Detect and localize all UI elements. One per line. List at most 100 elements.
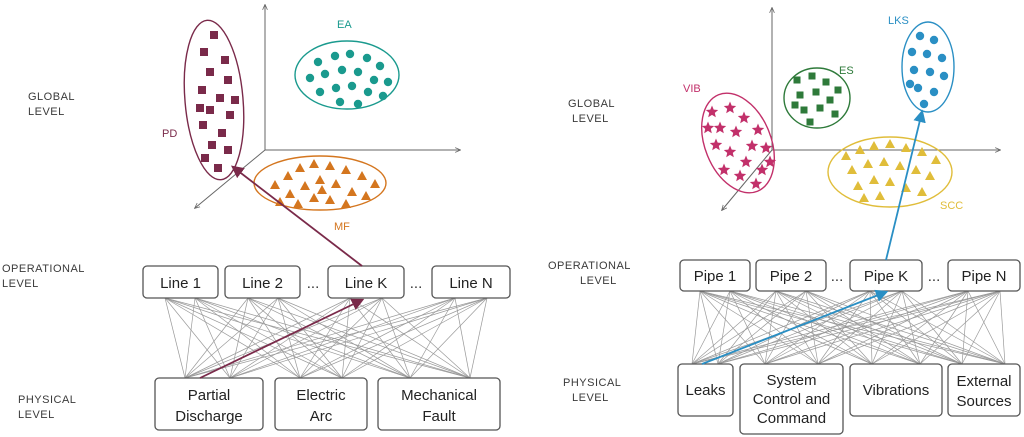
vib-star-mark	[717, 163, 731, 176]
left-connection-line	[184, 297, 279, 379]
scc-triangle-mark	[917, 187, 927, 196]
scc-triangle-mark	[855, 145, 865, 154]
right-connection-line	[764, 290, 807, 365]
left-connection-line	[229, 297, 279, 379]
left-connection-line	[299, 297, 383, 379]
left-connection-line	[349, 297, 411, 379]
leaks-box: Leaks	[677, 363, 734, 417]
es-square-mark	[800, 106, 808, 114]
external-sources-label-1: External	[956, 373, 1011, 390]
scc-triangle-mark	[859, 193, 869, 202]
vib-star-mark	[729, 125, 743, 138]
pd-square-mark	[206, 106, 214, 114]
left-connection-line	[229, 297, 456, 379]
vib-star-mark	[701, 121, 715, 134]
ea-circle-mark	[353, 67, 363, 77]
right-axis-z	[722, 149, 773, 210]
vib-star-mark	[713, 121, 727, 134]
scc-triangle-mark	[869, 175, 879, 184]
system-control-box: System Control and Command	[739, 363, 844, 435]
system-control-label-2: Control and	[753, 391, 831, 408]
pd-square-mark	[196, 104, 204, 112]
right-connection-line	[764, 290, 1001, 365]
pd-square-mark	[224, 76, 232, 84]
es-square-mark	[822, 78, 830, 86]
pd-square-mark	[201, 154, 209, 162]
right-connection-line	[691, 290, 807, 365]
mf-triangle-mark	[341, 199, 351, 208]
pipe-1-label: Pipe 1	[694, 268, 737, 285]
mf-triangle-mark	[275, 197, 285, 206]
pipe-2-box: Pipe 2	[755, 259, 827, 292]
pd-square-mark	[206, 68, 214, 76]
es-cluster-marks	[791, 72, 842, 126]
scc-triangle-mark	[847, 165, 857, 174]
pipe-k-box: Pipe K	[849, 259, 923, 292]
left-ops-ellipsis-1: ...	[307, 275, 320, 292]
right-connection-line	[717, 290, 969, 365]
es-cluster-label: ES	[839, 65, 854, 77]
right-connection-line	[691, 290, 1001, 365]
pd-square-mark	[231, 96, 239, 104]
mf-triangle-mark	[283, 171, 293, 180]
ea-circle-mark	[345, 49, 355, 59]
system-control-label-3: Command	[757, 410, 826, 427]
left-connection-line	[184, 297, 488, 379]
right-connection-line	[817, 290, 1001, 365]
mf-triangle-mark	[309, 193, 319, 202]
right-connection-line	[691, 290, 701, 365]
lks-circle-mark	[907, 47, 917, 57]
left-connection-line	[381, 297, 471, 379]
pd-square-mark	[221, 56, 229, 64]
right-connection-line	[901, 290, 921, 365]
right-connection-line	[764, 290, 903, 365]
pipe-n-box: Pipe N	[947, 259, 1021, 292]
pd-square-mark	[226, 111, 234, 119]
right-global-level-label-1: GLOBAL	[568, 98, 615, 110]
mf-triangle-mark	[295, 163, 305, 172]
mf-triangle-mark	[270, 180, 280, 189]
pd-square-mark	[214, 164, 222, 172]
left-connection-line	[454, 297, 471, 379]
lks-cluster-marks	[905, 31, 949, 109]
left-operational-level-label-1: OPERATIONAL	[2, 263, 85, 275]
lks-circle-mark	[919, 99, 929, 109]
right-connection-line	[717, 290, 1001, 365]
ea-circle-mark	[383, 77, 393, 87]
right-connection-line	[805, 290, 1006, 365]
ea-circle-mark	[363, 87, 373, 97]
external-sources-box: External Sources	[947, 363, 1021, 417]
scc-triangle-mark	[841, 151, 851, 160]
mf-triangle-mark	[331, 179, 341, 188]
left-connection-line	[341, 297, 383, 379]
right-connection-line	[699, 290, 766, 365]
ea-circle-mark	[331, 83, 341, 93]
right-connection-line	[775, 290, 963, 365]
vib-star-mark	[705, 105, 719, 118]
left-axis-z	[195, 149, 266, 208]
lks-circle-mark	[937, 53, 947, 63]
lks-circle-mark	[922, 49, 932, 59]
left-connection-line	[184, 297, 456, 379]
right-connections	[691, 290, 1006, 365]
es-cluster-ellipse	[783, 67, 851, 129]
scc-triangle-mark	[931, 155, 941, 164]
mf-triangle-mark	[325, 195, 335, 204]
leaks-label: Leaks	[685, 382, 725, 399]
right-connection-line	[775, 290, 1006, 365]
left-connection-line	[247, 297, 411, 379]
line-1-label: Line 1	[160, 275, 201, 292]
right-connection-line	[869, 290, 1006, 365]
pd-cluster-ellipse	[183, 19, 245, 181]
right-connection-line	[764, 290, 871, 365]
scc-triangle-mark	[895, 161, 905, 170]
left-connections	[164, 297, 488, 379]
pipe-2-label: Pipe 2	[770, 268, 813, 285]
left-connection-line	[229, 297, 249, 379]
left-connection-line	[349, 297, 471, 379]
es-square-mark	[791, 101, 799, 109]
left-connection-line	[164, 297, 343, 379]
right-connection-line	[901, 290, 963, 365]
left-operational-level-label-2: LEVEL	[2, 278, 39, 290]
